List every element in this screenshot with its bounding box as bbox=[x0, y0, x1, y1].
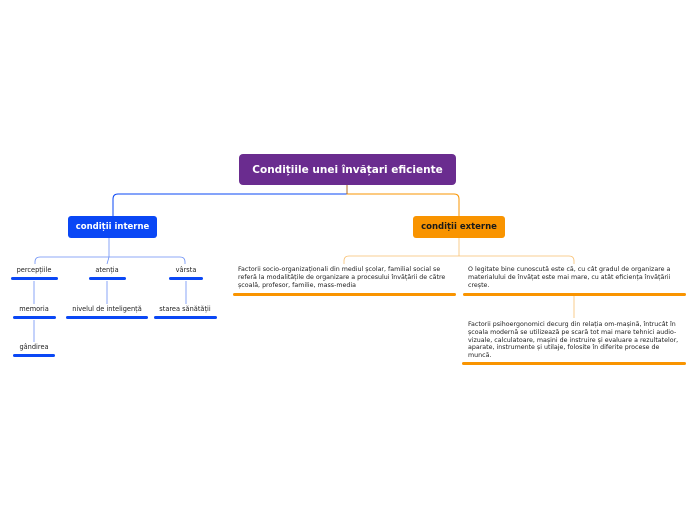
node-varsta-label: vârsta bbox=[175, 266, 197, 274]
link-internal-children bbox=[34, 238, 186, 265]
node-socio-organizational-label: Factorii socio-organizaționali din mediu… bbox=[238, 266, 446, 289]
node-perceptii[interactable]: percepțiile bbox=[8, 266, 60, 274]
node-sanatate-label: starea sănătății bbox=[159, 305, 211, 313]
node-gandirea[interactable]: gândirea bbox=[10, 343, 58, 351]
link-root-internal bbox=[112, 185, 348, 216]
internal-conditions-node[interactable]: condiții interne bbox=[68, 216, 157, 238]
node-sanatate[interactable]: starea sănătății bbox=[152, 305, 218, 313]
node-memoria[interactable]: memoria bbox=[10, 305, 58, 313]
node-psihoergonomici-label: Factorii psihoergonomici decurg din rela… bbox=[468, 321, 679, 360]
node-atentia-label: atenția bbox=[95, 266, 119, 274]
node-memoria-underline bbox=[13, 316, 56, 319]
node-perceptii-label: percepțiile bbox=[16, 266, 52, 274]
node-inteligenta-label: nivelul de inteligență bbox=[72, 305, 142, 313]
link-external-children bbox=[343, 238, 575, 264]
external-conditions-node[interactable]: condiții externe bbox=[413, 216, 505, 238]
node-sanatate-underline bbox=[154, 316, 217, 319]
node-varsta[interactable]: vârsta bbox=[166, 266, 206, 274]
link-root-external bbox=[346, 185, 460, 216]
root-label: Condițiile unei învățari eficiente bbox=[252, 163, 443, 176]
node-perceptii-underline bbox=[11, 277, 58, 280]
node-gandirea-label: gândirea bbox=[19, 343, 49, 351]
external-label: condiții externe bbox=[421, 222, 497, 232]
node-psihoergonomici[interactable]: Factorii psihoergonomici decurg din rela… bbox=[468, 321, 680, 360]
node-socio-organizational-underline bbox=[233, 293, 456, 296]
node-gandirea-underline bbox=[13, 354, 55, 357]
node-varsta-underline bbox=[169, 277, 203, 280]
node-legitate[interactable]: O legitate bine cunoscută este că, cu câ… bbox=[468, 266, 680, 289]
node-inteligenta-underline bbox=[66, 316, 148, 319]
root-node[interactable]: Condițiile unei învățari eficiente bbox=[239, 154, 456, 185]
node-memoria-label: memoria bbox=[19, 305, 49, 313]
node-socio-organizational[interactable]: Factorii socio-organizaționali din mediu… bbox=[238, 266, 452, 289]
node-inteligenta[interactable]: nivelul de inteligență bbox=[64, 305, 150, 313]
internal-label: condiții interne bbox=[75, 222, 150, 232]
node-legitate-label: O legitate bine cunoscută este că, cu câ… bbox=[468, 266, 671, 289]
node-atentia[interactable]: atenția bbox=[86, 266, 128, 274]
node-psihoergonomici-underline bbox=[462, 362, 686, 365]
node-atentia-underline bbox=[89, 277, 126, 280]
node-legitate-underline bbox=[463, 293, 686, 296]
